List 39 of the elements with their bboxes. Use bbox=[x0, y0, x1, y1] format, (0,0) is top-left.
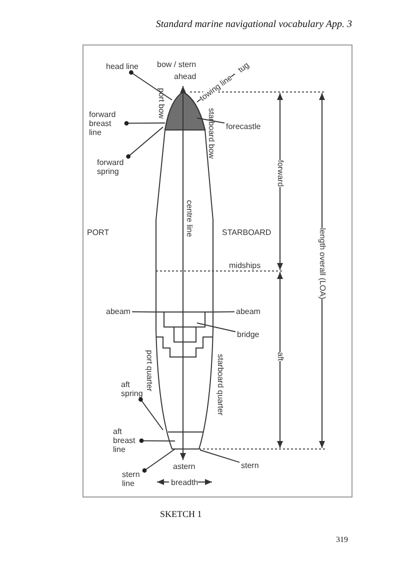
line-label: centre line bbox=[185, 200, 194, 237]
dimension-label: aft bbox=[276, 352, 285, 361]
mooring-line bbox=[139, 438, 176, 443]
callout-label: abeam bbox=[236, 307, 260, 316]
mooring-line bbox=[124, 121, 166, 126]
dimension-label: length overall (LOA) bbox=[318, 228, 327, 300]
position-label: midships bbox=[229, 261, 261, 270]
mooring-line bbox=[129, 70, 172, 100]
callout-label: forward spring bbox=[97, 158, 135, 176]
mooring-line bbox=[142, 448, 176, 473]
leader-line bbox=[200, 450, 240, 463]
side-label: STARBOARD bbox=[222, 228, 272, 237]
dimension-label: forward bbox=[276, 160, 285, 187]
callout-label: tug bbox=[236, 60, 251, 74]
side-label: PORT bbox=[87, 228, 110, 237]
leader-line bbox=[196, 322, 236, 332]
page-number: 319 bbox=[336, 535, 348, 544]
mooring-line bbox=[126, 126, 164, 159]
side-label: port quarter bbox=[145, 350, 154, 392]
callout-label: forecastle bbox=[226, 122, 261, 131]
direction-label: astern bbox=[173, 462, 196, 471]
leader-line bbox=[196, 118, 225, 124]
direction-label: ahead bbox=[174, 72, 196, 81]
figure-caption: SKETCH 1 bbox=[160, 510, 202, 519]
view-label: bow / stern bbox=[157, 60, 196, 69]
callout-label: abeam bbox=[106, 307, 130, 316]
callout-label: head line bbox=[106, 62, 138, 71]
leader-line bbox=[132, 311, 156, 312]
callout-label: bridge bbox=[237, 330, 260, 339]
dimension-label: breadth bbox=[171, 478, 198, 487]
callout-label: aft spring bbox=[121, 380, 145, 398]
page-header: Standard marine navigational vocabulary App. 3 bbox=[156, 20, 352, 29]
leader-line bbox=[212, 311, 235, 312]
callout-label: aft breast line bbox=[113, 427, 140, 454]
callout-label: stern line bbox=[122, 470, 143, 488]
mooring-line bbox=[138, 397, 164, 430]
callout-label: forward breast line bbox=[89, 110, 125, 137]
side-label: starboard bow bbox=[207, 108, 216, 159]
callout-label: stern bbox=[241, 461, 259, 470]
